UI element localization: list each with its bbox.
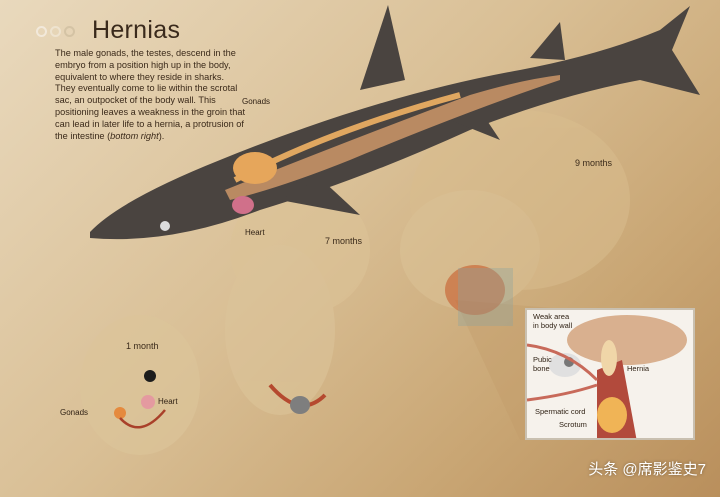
inset-illustration (527, 315, 687, 438)
dot-icon (50, 26, 61, 37)
embryo-gonads-label: Gonads (60, 408, 89, 417)
embryo-1-month (80, 315, 200, 455)
intro-emphasis: bottom right (110, 130, 159, 141)
fetus-7-months (225, 185, 370, 415)
intro-text: The male gonads, the testes, descend in … (55, 48, 245, 142)
dot-icon (64, 26, 75, 37)
watermark: 头条 @席影鉴史7 (588, 461, 706, 478)
shark (90, 5, 700, 240)
hernia-inset: Weak area in body wall Pubic bone Hernia… (525, 308, 695, 440)
stage-9-months: 9 months (575, 158, 613, 168)
embryo-eye (144, 370, 156, 382)
shark-gonads-label: Gonads (242, 97, 271, 106)
intro-body: The male gonads, the testes, descend in … (55, 48, 245, 141)
embryo-gonad (114, 407, 126, 419)
pubic-bone-label: Pubic bone (533, 355, 552, 373)
spermatic-cord-label: Spermatic cord (535, 407, 586, 416)
embryo-heart (141, 395, 155, 409)
intro-tail: ). (158, 130, 165, 141)
decorative-dots (36, 26, 75, 37)
embryo-heart-label: Heart (158, 397, 178, 406)
scrotum-label: Scrotum (559, 420, 587, 429)
hernia-label: Hernia (627, 364, 650, 373)
shark-heart-label: Heart (245, 228, 265, 237)
stage-7-months: 7 months (325, 236, 363, 246)
fetus-9-organs (445, 265, 505, 315)
zoom-region (458, 268, 513, 326)
page-title: Hernias (92, 16, 181, 44)
stage-1-month: 1 month (126, 341, 159, 351)
dot-icon (36, 26, 47, 37)
weak-area-label: Weak area in body wall (533, 312, 573, 330)
